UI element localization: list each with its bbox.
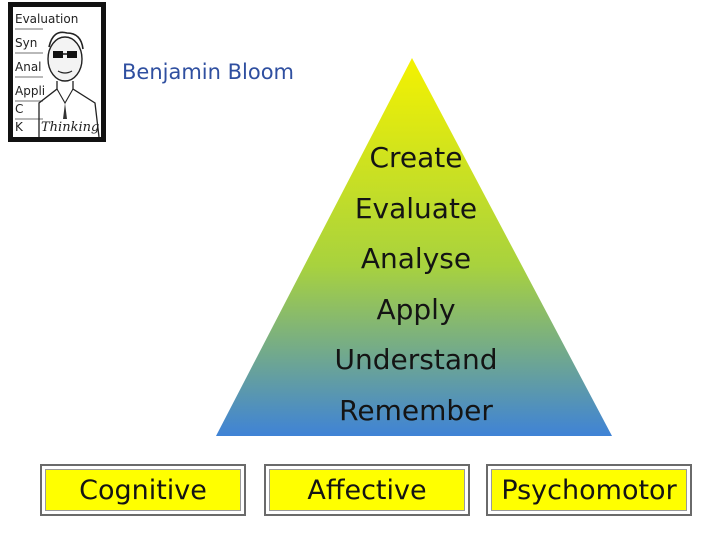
portrait-label-anal: Anal: [15, 60, 42, 74]
portrait-label-thinking: Thinking: [41, 120, 99, 135]
bloom-portrait-sketch-icon: Evaluation Syn Anal Appli C K Thinking: [15, 12, 100, 137]
level-understand: Understand: [334, 343, 498, 376]
level-evaluate: Evaluate: [354, 192, 478, 225]
domain-cognitive-label: Cognitive: [45, 469, 241, 511]
bloom-portrait: Evaluation Syn Anal Appli C K Thinking: [8, 2, 106, 142]
level-remember: Remember: [339, 394, 493, 427]
domain-affective: Affective: [264, 464, 470, 516]
pyramid-triangle: [216, 58, 612, 436]
domain-affective-label: Affective: [269, 469, 465, 511]
domain-psychomotor: Psychomotor: [486, 464, 692, 516]
domain-cognitive: Cognitive: [40, 464, 246, 516]
portrait-label-syn: Syn: [15, 36, 37, 50]
portrait-label-evaluation: Evaluation: [15, 12, 78, 26]
portrait-label-c: C: [15, 102, 23, 116]
level-analyse: Analyse: [360, 242, 472, 275]
domain-psychomotor-label: Psychomotor: [491, 469, 687, 511]
portrait-label-k: K: [15, 120, 24, 134]
author-name: Benjamin Bloom: [122, 60, 295, 84]
level-create: Create: [369, 141, 463, 174]
portrait-label-appli: Appli: [15, 84, 45, 98]
level-apply: Apply: [376, 293, 456, 326]
